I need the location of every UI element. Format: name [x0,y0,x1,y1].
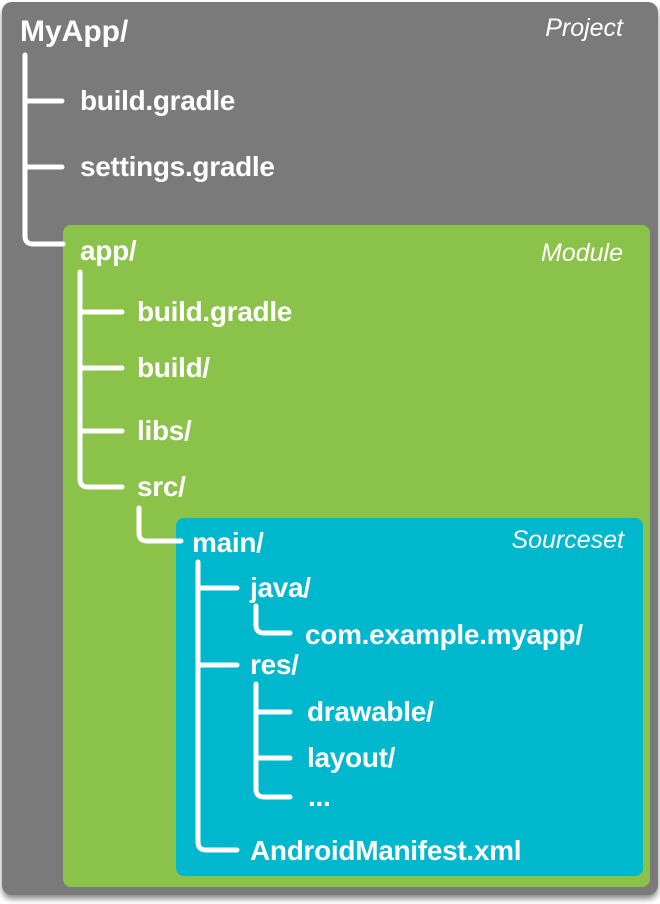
tree-item-src-dir: src/ [137,471,186,502]
tree-item-package-dir: com.example.myapp/ [305,619,583,650]
tree-item-libs-dir: libs/ [137,415,192,446]
module-badge: Module [541,239,623,267]
tree-item-android-manifest: AndroidManifest.xml [250,835,522,866]
tree-item-settings-gradle: settings.gradle [80,151,275,182]
tree-item-drawable-dir: drawable/ [307,696,434,727]
sourceset-title: main/ [192,527,264,558]
sourceset-badge: Sourceset [511,526,624,554]
project-badge: Project [545,14,623,42]
tree-item-root-build-gradle: build.gradle [80,85,236,116]
module-box: app/ Module build.gradle build/ libs/ sr… [63,225,650,887]
module-title: app/ [80,235,137,266]
project-title: MyApp/ [20,15,129,48]
tree-item-build-dir: build/ [137,352,210,383]
tree-item-res-dir: res/ [250,649,299,680]
tree-item-ellipsis: ... [308,781,331,812]
tree-item-java-dir: java/ [250,572,311,603]
tree-item-layout-dir: layout/ [307,742,396,773]
tree-item-app-build-gradle: build.gradle [137,296,293,327]
sourceset-box: main/ Sourceset java/ com.example.myapp/… [176,518,643,876]
